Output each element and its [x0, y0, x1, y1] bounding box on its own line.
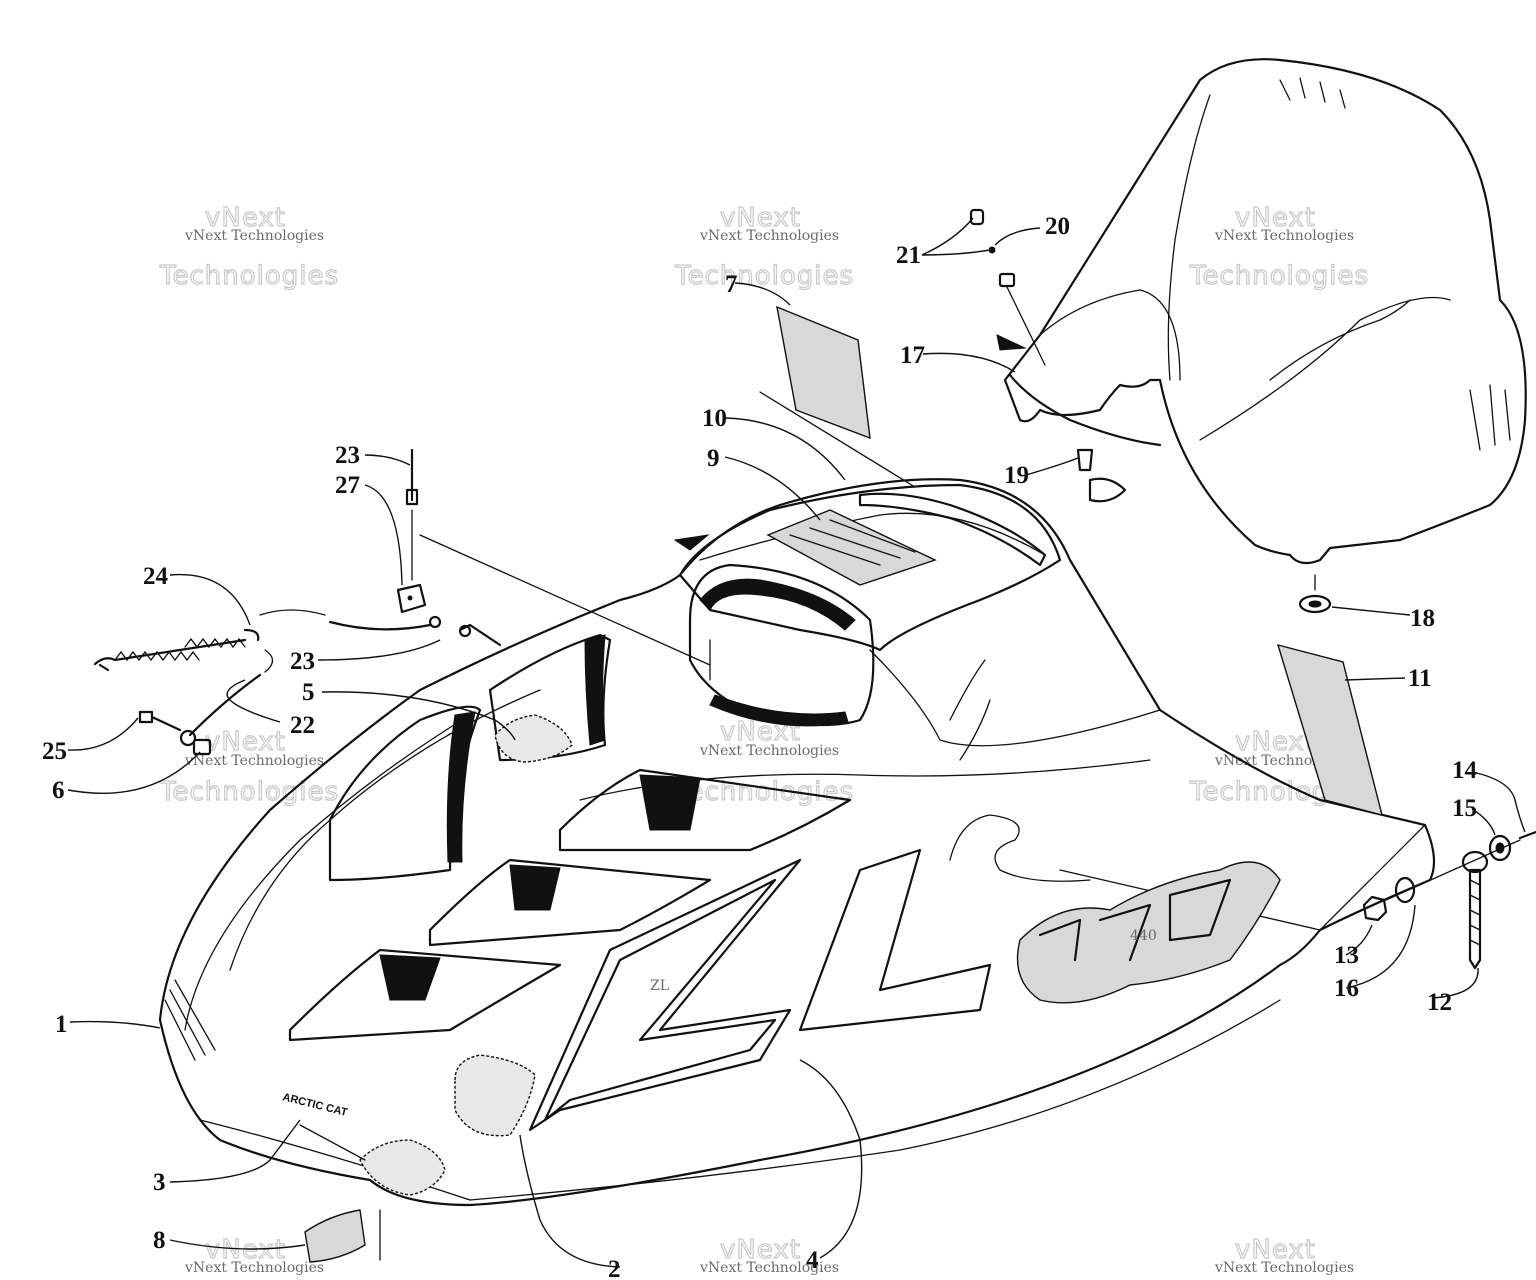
- svg-text:ARCTIC CAT: ARCTIC CAT: [281, 1091, 349, 1119]
- svg-text:vNext: vNext: [1235, 1235, 1316, 1265]
- callout-3: 3: [153, 1169, 166, 1196]
- svg-text:vNext Technologies: vNext Technologies: [1214, 228, 1354, 244]
- svg-text:440: 440: [1130, 928, 1157, 944]
- callout-7: 7: [725, 271, 738, 298]
- callout-2: 2: [608, 1256, 621, 1280]
- console-decal-9: [766, 509, 937, 586]
- svg-text:Technologies: Technologies: [674, 777, 854, 807]
- reflector-decal-7: [759, 305, 916, 488]
- hood-vent-lower: [288, 948, 562, 1042]
- bracket-8: [304, 1209, 381, 1263]
- model-number-decal: 440: [1016, 861, 1281, 1004]
- callout-23-lower: 23: [290, 648, 315, 675]
- windshield-bolt-21: [969, 208, 985, 226]
- nut-13: [1362, 895, 1388, 922]
- svg-text:Technologies: Technologies: [1189, 261, 1369, 291]
- spring-24: [93, 628, 260, 672]
- pin-23-lower: [458, 623, 502, 647]
- leader-lines: [67, 217, 1526, 1268]
- callout-20: 20: [1045, 213, 1070, 240]
- svg-text:ZL: ZL: [650, 978, 669, 994]
- hood: [158, 478, 1436, 1207]
- watermark-bottom-right: vNext vNext Technologies: [1214, 1234, 1354, 1276]
- callout-25: 25: [42, 738, 67, 765]
- callout-1: 1: [55, 1011, 68, 1038]
- watermark-top-right: vNext vNext Technologies Technologies: [1188, 202, 1369, 291]
- callout-18: 18: [1410, 605, 1435, 632]
- watermark-top-left: vNext vNext Technologies Technologies: [158, 202, 339, 291]
- windshield: [1003, 58, 1527, 565]
- windshield-nut: [998, 272, 1046, 366]
- svg-text:vNext Technologies: vNext Technologies: [184, 1260, 324, 1276]
- callout-14: 14: [1452, 757, 1478, 784]
- callout-6: 6: [52, 777, 65, 804]
- callout-8: 8: [153, 1227, 166, 1254]
- tether-cable-22: [188, 649, 274, 737]
- assembly-line-latch: [419, 534, 711, 666]
- foam-pad-2: [454, 1054, 536, 1137]
- callout-numbers: 1 2 3 4 5 6 7 8 9 10 11 12 13 14 15 16 1…: [42, 213, 1478, 1280]
- callout-22: 22: [290, 712, 315, 739]
- svg-text:vNext: vNext: [720, 203, 801, 233]
- hood-vent-upper: [558, 768, 852, 852]
- callout-4: 4: [806, 1247, 819, 1274]
- arctic-cat-emblem-decal: ARCTIC CAT: [281, 1091, 349, 1119]
- pin-23-upper: [405, 448, 419, 581]
- screw-25: [138, 710, 182, 732]
- svg-text:vNext: vNext: [1235, 727, 1316, 757]
- callout-17: 17: [900, 342, 925, 369]
- callout-19: 19: [1004, 462, 1029, 489]
- callout-23-top: 23: [335, 442, 360, 469]
- watermark-mid-left: vNext vNext Technologies Technologies: [158, 726, 339, 807]
- svg-text:vNext Technologies: vNext Technologies: [184, 753, 324, 769]
- hood-vent-middle: [428, 858, 712, 947]
- tether-cable-upper: [259, 609, 442, 631]
- callout-13: 13: [1334, 942, 1359, 969]
- mount-bolt-12: [1461, 850, 1489, 970]
- callout-12: 12: [1427, 989, 1452, 1016]
- svg-text:vNext: vNext: [205, 1235, 286, 1265]
- bumper-block-3: [299, 1124, 446, 1196]
- reflector-decal-11: [1276, 644, 1383, 816]
- svg-text:vNext: vNext: [720, 1235, 801, 1265]
- callout-16: 16: [1334, 975, 1359, 1002]
- arrow-marker-pod: [673, 534, 710, 551]
- svg-text:vNext: vNext: [1235, 203, 1316, 233]
- callout-15: 15: [1452, 795, 1477, 822]
- svg-text:vNext Technologies: vNext Technologies: [1214, 1260, 1354, 1276]
- grommet-18: [1298, 574, 1332, 614]
- foam-pad-5: [494, 714, 573, 763]
- assembly-line-mount: [1385, 839, 1521, 901]
- svg-text:vNext Technologies: vNext Technologies: [699, 1260, 839, 1276]
- callout-27: 27: [335, 472, 360, 499]
- clip-27: [396, 583, 427, 614]
- svg-text:Technologies: Technologies: [159, 261, 339, 291]
- watermark-bottom-left: vNext vNext Technologies: [184, 1234, 324, 1276]
- svg-text:Technologies: Technologies: [159, 777, 339, 807]
- watermark-layer: vNext vNext Technologies Technologies vN…: [158, 202, 1369, 1276]
- callout-9: 9: [707, 445, 720, 472]
- washer-16: [1394, 876, 1416, 904]
- nut-6: [179, 729, 212, 756]
- callout-24: 24: [143, 563, 169, 590]
- zl-decal: ZL: [528, 848, 992, 1132]
- svg-text:vNext Technologies: vNext Technologies: [699, 228, 839, 244]
- callout-5: 5: [302, 679, 315, 706]
- svg-text:vNext Technologies: vNext Technologies: [184, 228, 324, 244]
- watermark-top-center: vNext vNext Technologies Technologies: [673, 202, 854, 291]
- callout-21: 21: [896, 242, 921, 269]
- svg-text:vNext Technologies: vNext Technologies: [699, 743, 839, 759]
- svg-text:vNext: vNext: [205, 203, 286, 233]
- grommet-15: [1488, 834, 1512, 862]
- windshield-trim-17: [996, 334, 1162, 447]
- screw-14: [1518, 830, 1536, 840]
- callout-10: 10: [702, 405, 727, 432]
- callout-11: 11: [1408, 665, 1432, 692]
- windshield-fastener-19: [1076, 448, 1127, 503]
- svg-text:vNext: vNext: [205, 727, 286, 757]
- svg-text:Technologies: Technologies: [674, 261, 854, 291]
- watermark-bottom-center: vNext vNext Technologies: [699, 1234, 839, 1276]
- watermark-mid-center: vNext vNext Technologies Technologies: [673, 716, 854, 807]
